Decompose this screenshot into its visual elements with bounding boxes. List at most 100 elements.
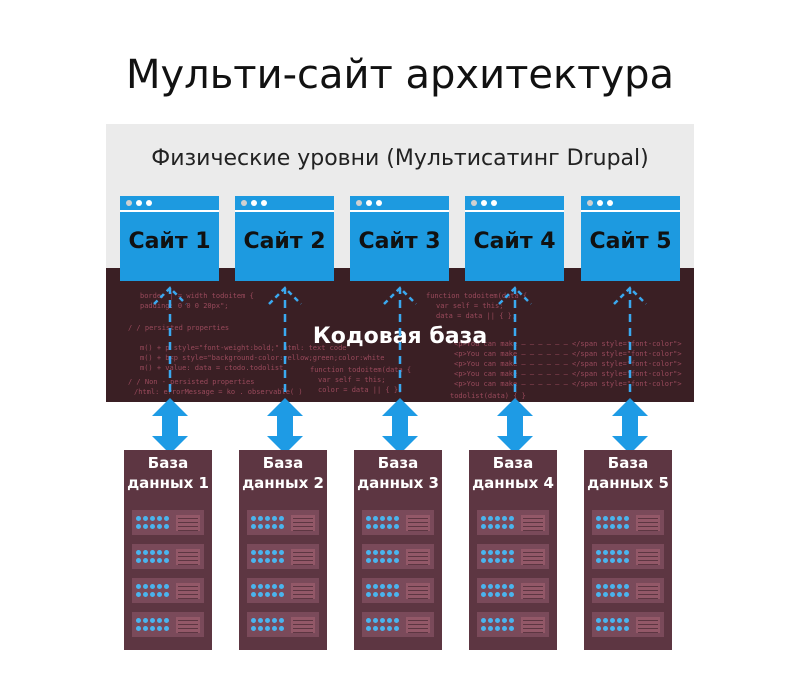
- server-unit-icon: [592, 578, 664, 603]
- window-dot-icon: [491, 200, 497, 206]
- server-unit-icon: [477, 578, 549, 603]
- site-window-1: Сайт 1: [120, 196, 219, 281]
- database-1: База данных 1: [124, 450, 212, 650]
- window-titlebar: [581, 196, 680, 212]
- server-lights: [251, 583, 287, 599]
- window-dot-icon: [251, 200, 257, 206]
- code-snippet: border | = width todoitem {: [140, 292, 254, 300]
- server-slots: [636, 549, 660, 565]
- code-snippet: m() + p style="font-weight:bold;" html: …: [140, 344, 347, 352]
- window-dot-icon: [597, 200, 603, 206]
- site-window-2: Сайт 2: [235, 196, 334, 281]
- dashed-arrow-site-4: [498, 286, 532, 392]
- server-lights: [481, 515, 517, 531]
- database-label-line1: База: [492, 454, 534, 472]
- code-snippet: var self = this;: [436, 302, 504, 310]
- server-lights: [136, 617, 172, 633]
- server-slots: [521, 617, 545, 633]
- window-dot-icon: [376, 200, 382, 206]
- server-lights: [596, 515, 632, 531]
- server-unit-icon: [592, 544, 664, 569]
- code-snippet: m() + b<p style="background-color:yellow…: [140, 354, 385, 362]
- database-label: База данных 5: [584, 453, 672, 493]
- server-unit-icon: [362, 612, 434, 637]
- double-arrow-db-4: [497, 398, 533, 454]
- database-label-line1: База: [607, 454, 649, 472]
- physical-levels-label: Физические уровни (Мультисатинг Drupal): [151, 146, 649, 171]
- server-unit-icon: [247, 510, 319, 535]
- code-snippet: / / Non - persisted properties: [128, 378, 255, 386]
- window-titlebar: [465, 196, 564, 212]
- site-window-4: Сайт 4: [465, 196, 564, 281]
- server-lights: [481, 583, 517, 599]
- dashed-arrow-site-5: [613, 286, 647, 392]
- code-snippet: data = data || { };: [436, 312, 517, 320]
- window-dot-icon: [261, 200, 267, 206]
- database-label: База данных 1: [124, 453, 212, 493]
- server-unit-icon: [247, 544, 319, 569]
- server-unit-icon: [592, 510, 664, 535]
- server-unit-icon: [362, 510, 434, 535]
- site-window-3: Сайт 3: [350, 196, 449, 281]
- site-label: Сайт 3: [358, 229, 441, 254]
- code-snippet: <p>You can make — — — — — — </span style…: [454, 380, 682, 388]
- code-snippet: color = data || { };: [318, 386, 403, 394]
- code-snippet: <p>You can make — — — — — — </span style…: [454, 350, 682, 358]
- server-slots: [176, 549, 200, 565]
- code-snippet: / / persisted properties: [128, 324, 230, 332]
- code-snippet: m() + value: data = ctodo.todolist: [140, 364, 284, 372]
- window-dot-icon: [356, 200, 362, 206]
- window-dot-icon: [146, 200, 152, 206]
- server-lights: [596, 583, 632, 599]
- server-slots: [176, 617, 200, 633]
- server-lights: [481, 549, 517, 565]
- server-slots: [291, 549, 315, 565]
- window-titlebar: [350, 196, 449, 212]
- window-dot-icon: [136, 200, 142, 206]
- database-label-line1: База: [262, 454, 304, 472]
- window-titlebar: [235, 196, 334, 212]
- server-slots: [291, 617, 315, 633]
- database-label-line2: данных 1: [127, 474, 209, 492]
- server-slots: [521, 549, 545, 565]
- database-label-line1: База: [377, 454, 419, 472]
- server-lights: [251, 549, 287, 565]
- window-dot-icon: [471, 200, 477, 206]
- server-unit-icon: [247, 612, 319, 637]
- server-lights: [366, 583, 402, 599]
- server-slots: [636, 515, 660, 531]
- database-5: База данных 5: [584, 450, 672, 650]
- database-label: База данных 2: [239, 453, 327, 493]
- code-snippet: padding: 0 0 0 20px";: [140, 302, 229, 310]
- database-2: База данных 2: [239, 450, 327, 650]
- site-window-5: Сайт 5: [581, 196, 680, 281]
- server-unit-icon: [477, 510, 549, 535]
- server-slots: [636, 583, 660, 599]
- server-lights: [366, 515, 402, 531]
- database-label-line1: База: [147, 454, 189, 472]
- dashed-arrow-site-3: [383, 286, 417, 392]
- code-snippet: <p>You can make — — — — — — </span style…: [454, 370, 682, 378]
- server-slots: [406, 617, 430, 633]
- window-dot-icon: [126, 200, 132, 206]
- server-unit-icon: [132, 510, 204, 535]
- server-slots: [406, 549, 430, 565]
- server-lights: [251, 617, 287, 633]
- server-unit-icon: [362, 544, 434, 569]
- window-dot-icon: [587, 200, 593, 206]
- server-lights: [136, 515, 172, 531]
- database-3: База данных 3: [354, 450, 442, 650]
- server-unit-icon: [362, 578, 434, 603]
- server-lights: [366, 617, 402, 633]
- dashed-arrow-site-1: [153, 286, 187, 392]
- server-slots: [521, 515, 545, 531]
- server-lights: [136, 583, 172, 599]
- diagram-title: Мульти-сайт архитектура: [125, 52, 675, 98]
- double-arrow-db-1: [152, 398, 188, 454]
- server-unit-icon: [132, 578, 204, 603]
- server-slots: [176, 515, 200, 531]
- window-dot-icon: [607, 200, 613, 206]
- server-unit-icon: [477, 544, 549, 569]
- double-arrow-db-2: [267, 398, 303, 454]
